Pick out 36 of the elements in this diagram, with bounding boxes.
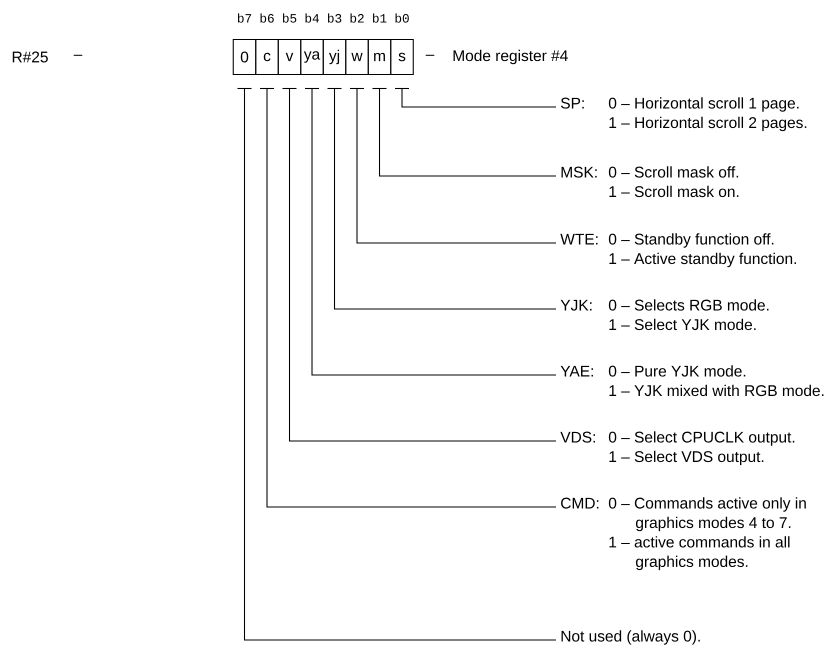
bit-description: CMD: 0 – Commands active only in graphics modes 4 to 7. 1 – active commands in all graphics modes. xyxy=(561,497,806,570)
bit-number: b0 xyxy=(396,13,409,23)
leader-line xyxy=(266,88,556,508)
bit-cell: w xyxy=(345,38,369,76)
bit-number: b5 xyxy=(283,13,296,23)
bit-cell: ya xyxy=(300,38,324,76)
leader-line xyxy=(401,88,556,108)
bit-description: Not used (always 0). xyxy=(562,630,700,645)
bit-cell: m xyxy=(368,38,392,76)
register-label: R#25 xyxy=(12,52,48,62)
bit-cell: c xyxy=(255,38,279,76)
leader-line xyxy=(311,88,556,376)
bit-number: b6 xyxy=(260,13,274,23)
bit-number: b4 xyxy=(306,13,319,23)
bit-cell: yj xyxy=(322,38,346,76)
bit-description: MSK: 0 – Scroll mask off. 1 – Scroll mask on. xyxy=(562,166,738,198)
register-label: – xyxy=(426,54,434,56)
leader-line xyxy=(288,88,556,442)
leader-line xyxy=(356,88,556,244)
bit-description: SP: 0 – Horizontal scroll 1 page. 1 – Horizontal scroll 2 pages. xyxy=(561,97,806,132)
bit-description: VDS: 0 – Select CPUCLK output. 1 – Select VDS output. xyxy=(560,431,794,466)
bit-cell: s xyxy=(390,38,414,76)
bit-cell: v xyxy=(278,38,302,76)
bit-number: b2 xyxy=(350,13,364,23)
leader-line xyxy=(378,88,556,177)
bit-number: b3 xyxy=(328,13,342,23)
bit-cell: 0 xyxy=(232,38,256,76)
bit-number: b7 xyxy=(238,13,252,23)
register-label: – xyxy=(74,54,82,56)
bit-number: b1 xyxy=(373,13,386,23)
leader-line xyxy=(244,88,556,641)
bit-description: YAE: 0 – Pure YJK mode. 1 – YJK mixed with RGB mode. xyxy=(560,365,824,396)
register-label: Mode register #4 xyxy=(454,50,568,64)
bit-description: YJK: 0 – Selects RGB mode. 1 – Select YJK mode. xyxy=(560,299,768,330)
bit-description: WTE: 0 – Standby function off. 1 – Active standby function. xyxy=(560,233,796,268)
leader-line xyxy=(334,88,556,310)
